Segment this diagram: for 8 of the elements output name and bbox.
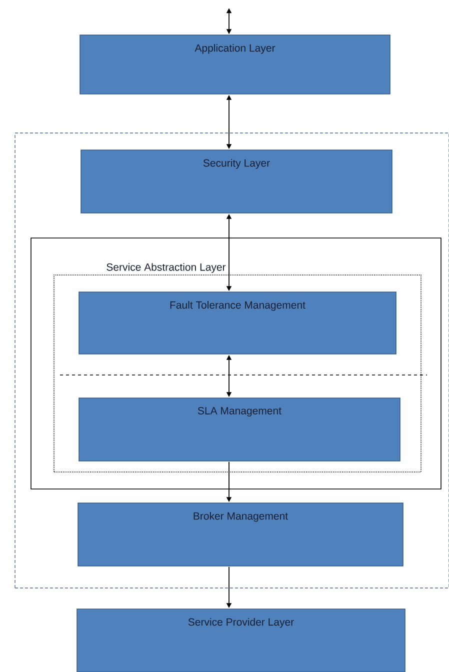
layer-box: Broker Management [78, 502, 404, 566]
layer-box: Application Layer [80, 34, 390, 94]
layer-box: Security Layer [80, 150, 392, 214]
layer-box: SLA Management [78, 398, 400, 462]
group-label: Service Abstraction Layer [105, 262, 227, 274]
layer-box: Fault Tolerance Management [78, 292, 396, 354]
dotted-frame [54, 274, 422, 472]
layer-box: Service Provider Layer [76, 608, 406, 672]
